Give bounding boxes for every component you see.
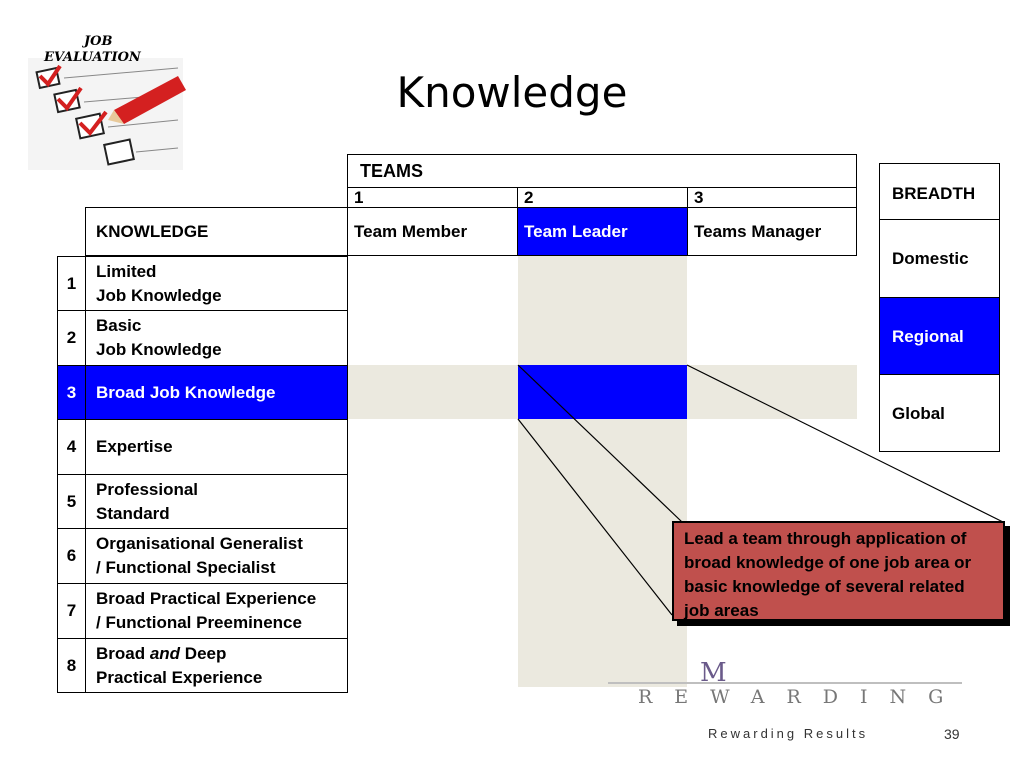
team-col-label-1: Team Member [347, 207, 518, 256]
knowledge-row-label: Broad Practical Experience / Functional … [85, 583, 348, 639]
breadth-item-domestic: Domestic [879, 219, 1000, 298]
knowledge-row-num: 8 [57, 638, 86, 693]
row-line2: Job Knowledge [96, 285, 222, 305]
knowledge-row-num-selected: 3 [57, 365, 86, 420]
row-line1: Broad Job Knowledge [96, 382, 276, 402]
row-line2: Job Knowledge [96, 340, 222, 359]
knowledge-row-label: Organisational Generalist / Functional S… [85, 528, 348, 584]
row-line2: / Functional Preeminence [96, 613, 302, 632]
job-evaluation-logo: JOB EVALUATION [28, 28, 188, 173]
knowledge-header: KNOWLEDGE [85, 207, 348, 256]
checklist-pencil-icon [28, 58, 186, 170]
row-line1: Professional [96, 479, 199, 499]
footer-divider [608, 682, 962, 684]
page-title: Knowledge [396, 68, 628, 117]
breadth-item-global: Global [879, 374, 1000, 452]
breadth-item-regional: Regional [879, 297, 1000, 375]
row-line1: Expertise [96, 437, 173, 456]
row-line2: / Functional Specialist [96, 558, 276, 577]
emphasis-and: and [149, 643, 181, 663]
row-line1: Organisational Generalist [96, 534, 303, 553]
page-number: 39 [944, 726, 960, 742]
row-line1: Limited [96, 261, 157, 281]
brand-wordmark: REWARDING [638, 686, 966, 708]
team-leader-column-band [518, 256, 687, 687]
knowledge-row-label-selected: Broad Job Knowledge [85, 365, 348, 420]
knowledge-row-label: Professional Standard [85, 474, 348, 529]
row-line1: Broad and Deep [96, 643, 227, 663]
brand-tagline: Rewarding Results [708, 726, 869, 741]
teams-header: TEAMS [347, 154, 857, 188]
knowledge-row-label: Limited Job Knowledge [85, 256, 348, 311]
team-col-label-3: Teams Manager [687, 207, 857, 256]
logo-line1: JOB [84, 34, 113, 49]
row-line1: Basic [96, 316, 142, 335]
row-line1: Broad Practical Experience [96, 589, 317, 608]
row-line2: Practical Experience [96, 667, 263, 687]
knowledge-row-num: 7 [57, 583, 86, 639]
team-col-label-2: Team Leader [517, 207, 688, 256]
knowledge-row-label: Broad and Deep Practical Experience [85, 638, 348, 693]
logo-line2: EVALUATION [44, 50, 141, 65]
callout-box: Lead a team through application of broad… [672, 521, 1005, 621]
row-line2: Standard [96, 503, 170, 523]
